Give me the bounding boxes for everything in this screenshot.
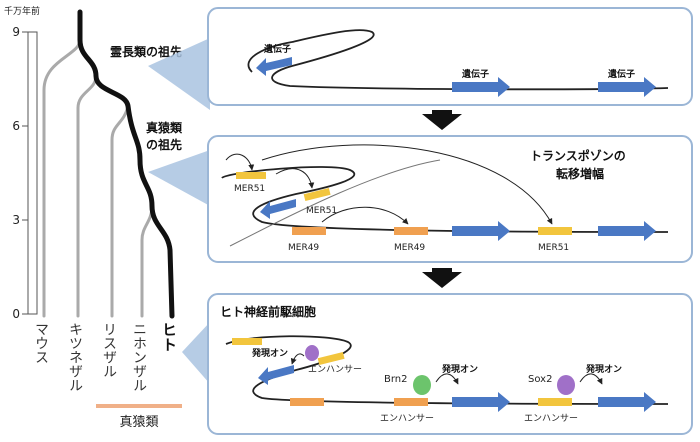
branch-squirrel-monkey — [110, 104, 130, 318]
tick-label: 0 — [12, 307, 20, 321]
gene-arrow — [258, 365, 294, 385]
branch-human-lineage — [77, 9, 175, 319]
mer-label: MER49 — [288, 243, 319, 253]
activation-arrow — [579, 373, 603, 385]
branch-japanese-macaque — [140, 204, 154, 318]
timeline-bar — [27, 31, 38, 315]
enhancer-mer49 — [394, 398, 428, 406]
tick-label: 3 — [12, 213, 20, 227]
callout-simian — [148, 150, 210, 206]
species-labels: マウス キツネザル リスザル ニホンザル ヒト — [33, 322, 178, 392]
enhancer-label: エンハンサー — [380, 413, 434, 424]
activation-arrow — [435, 373, 459, 385]
activation-arrow — [290, 353, 305, 365]
activation-label: 発現オン — [251, 347, 288, 359]
enhancer-label: エンハンサー — [524, 413, 578, 424]
mer-label: MER51 — [538, 243, 569, 253]
ancestor-label-primate: 霊長類の祖先 — [110, 44, 182, 59]
transposon-mer51 — [538, 227, 572, 235]
timeline-unit: 千万年前 — [4, 5, 40, 17]
enhancer-mer49 — [290, 398, 324, 406]
gene-arrow — [598, 77, 656, 97]
mer-label: MER51 — [306, 206, 337, 216]
phylogenetic-tree — [42, 9, 175, 319]
branch-lemur — [76, 74, 98, 318]
factor-brn2 — [413, 375, 431, 395]
timeline-axis: 千万年前 9 6 3 0 — [4, 5, 40, 321]
transposon-mer49 — [292, 227, 326, 235]
species-label-japanese-macaque: ニホンザル — [131, 322, 147, 392]
gene-label: 遺伝子 — [607, 68, 635, 80]
factor-label-brn2: Brn2 — [384, 374, 408, 385]
transposon-mer51 — [236, 172, 266, 179]
mer-label: MER49 — [394, 243, 425, 253]
gene-arrow — [452, 221, 510, 241]
ancestor-label-simian-line1: 真猿類 — [146, 120, 183, 135]
factor-sox2 — [557, 375, 575, 395]
panel-primate-ancestor: 遺伝子 遺伝子 遺伝子 — [207, 7, 693, 106]
gene-arrow — [260, 199, 296, 219]
panel2-title-line1: トランスポゾンの — [530, 148, 626, 163]
dna-strand-background — [229, 159, 441, 247]
activation-label: 発現オン — [441, 363, 478, 375]
species-label-human: ヒト — [160, 322, 178, 352]
transposon-mer51 — [303, 187, 331, 202]
enhancer-mer51 — [538, 398, 572, 406]
gene-arrow — [598, 221, 656, 241]
factor-label-sox2: Sox2 — [528, 374, 552, 385]
factor-sox2 — [305, 345, 319, 361]
transposition-arrow — [225, 153, 255, 171]
gene-label: 遺伝子 — [263, 43, 291, 55]
callout-primate — [148, 38, 210, 110]
species-label-squirrel-monkey: リスザル — [101, 322, 117, 378]
clade-bar — [96, 404, 182, 408]
transposon-mer49 — [394, 227, 428, 235]
activation-label: 発現オン — [585, 363, 622, 375]
transition-arrow — [422, 110, 462, 130]
transposition-arrow — [321, 206, 409, 225]
gene-arrow — [256, 57, 292, 76]
tick-label: 9 — [12, 25, 20, 39]
transposition-arrow — [275, 168, 315, 189]
gene-arrow — [598, 392, 656, 412]
panel-border — [207, 7, 693, 106]
enhancer-mer51 — [317, 351, 345, 366]
transition-arrow — [422, 268, 462, 288]
gene-label: 遺伝子 — [461, 68, 489, 80]
panel2-title-line2: 転移増幅 — [556, 166, 604, 181]
panel-human-neural-progenitor: ヒト神経前駆細胞 Brn2 Sox2 発現オン 発現オン 発現オン エンハンサー… — [207, 293, 693, 435]
callout-human — [182, 322, 210, 384]
species-label-lemur: キツネザル — [67, 322, 83, 392]
gene-arrow — [452, 77, 510, 97]
mer-label: MER51 — [234, 184, 265, 194]
enhancer-label: エンハンサー — [308, 364, 362, 375]
transposition-arrow — [261, 144, 553, 225]
gene-arrow — [452, 392, 510, 412]
tick-label: 6 — [12, 119, 20, 133]
branch-mouse — [42, 38, 82, 318]
panel3-title: ヒト神経前駆細胞 — [220, 304, 316, 319]
species-label-mouse: マウス — [33, 322, 49, 364]
clade-label: 真猿類 — [119, 415, 158, 430]
panel-simian-ancestor: MER51 MER51 MER49 MER49 MER51 トランスポゾンの 転… — [207, 135, 693, 263]
ancestor-label-simian-line2: の祖先 — [146, 137, 182, 152]
enhancer-mer51 — [232, 338, 262, 345]
